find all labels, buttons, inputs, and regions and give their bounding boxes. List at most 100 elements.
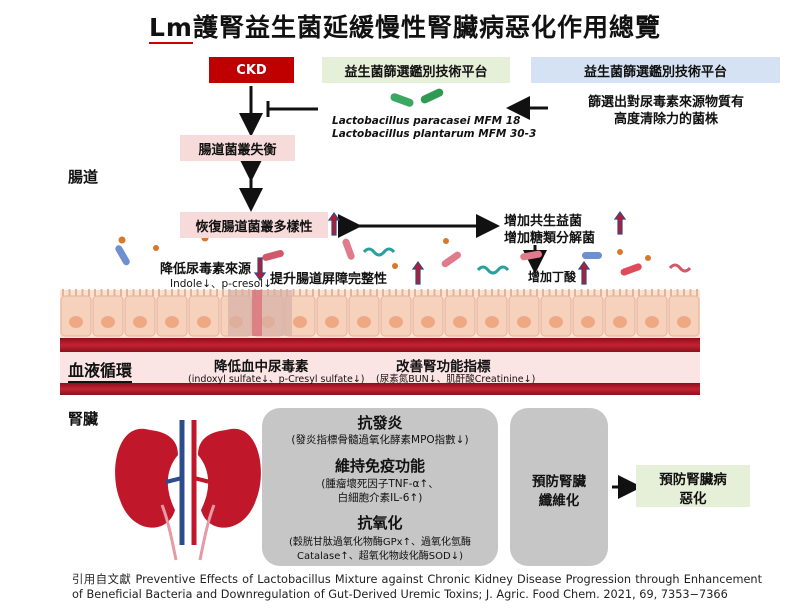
blood-band-bottom	[60, 383, 700, 395]
cell-nucleus	[165, 316, 179, 328]
immune-detail-2: 白細胞介素IL-6↑)	[337, 492, 423, 504]
section-label-kidney: 腎臟	[68, 410, 99, 428]
arrow-up-barrier	[411, 260, 425, 285]
restore-box: 恢復腸道菌叢多樣性	[180, 212, 328, 238]
cell-nucleus	[517, 316, 531, 328]
screen-text-2: 高度清除力的菌株	[613, 112, 718, 127]
renal-detail: (尿素氮BUN↓、肌酐酸Creatinine↓)	[376, 374, 536, 385]
bacteria-red-1	[262, 250, 284, 261]
cell-nucleus	[293, 316, 307, 328]
immune-title: 維持免疫功能	[334, 457, 425, 475]
bacteria-blue-2	[582, 252, 602, 259]
bacteria-dot-7	[392, 263, 398, 269]
microvilli	[606, 289, 634, 296]
microvilli	[478, 289, 506, 296]
commensal-text: 增加共生益菌	[504, 214, 583, 229]
dysbiosis-box: 腸道菌叢失衡	[180, 135, 295, 161]
bacteria-pink-2	[441, 251, 461, 268]
bacteria-dot-1	[118, 236, 126, 244]
fibrosis-text-1: 預防腎臟	[532, 474, 586, 490]
kidney-illustration	[115, 420, 261, 561]
cell-nucleus	[613, 316, 627, 328]
cell-nucleus	[677, 316, 691, 328]
cell-nucleus	[69, 316, 83, 328]
cell-nucleus	[581, 316, 595, 328]
bacteria-teal-1	[362, 247, 396, 257]
microvilli	[542, 289, 570, 296]
microvilli	[190, 289, 218, 296]
prevent-disease-text-2: 惡化	[679, 491, 707, 507]
bacteria-dot-4	[443, 238, 449, 244]
microvilli	[126, 289, 154, 296]
gut-bacteria	[115, 234, 692, 276]
microvilli	[62, 289, 90, 296]
butyrate-text: 增加丁酸	[528, 270, 577, 284]
barrier-leak	[252, 290, 262, 336]
blood-toxin-detail: (indoxyl sulfate↓、p-Cresyl sulfate↓)	[188, 374, 365, 385]
microvilli	[382, 289, 410, 296]
microvilli	[318, 289, 346, 296]
microvilli	[158, 289, 186, 296]
strain-line-1: Lactobacillus paracasei MFM 18	[332, 115, 521, 127]
microvilli	[414, 289, 442, 296]
bacteria-pink-1	[342, 238, 355, 260]
microvilli	[574, 289, 602, 296]
toxin-examples-text: Indole↓、p-cresol↓	[170, 278, 272, 290]
antioxidant-detail-1: (穀胱甘肽過氧化物酶GPx↑、過氧化氫酶	[289, 537, 471, 548]
reference-text: 引用自文獻 Preventive Effects of Lactobacillu…	[72, 573, 762, 601]
antioxidant-title: 抗氧化	[357, 514, 403, 532]
bacteria-green-2	[420, 88, 444, 104]
cell-nucleus	[101, 316, 115, 328]
renal-text: 改善腎功能指標	[396, 359, 491, 375]
prevent-disease-box	[636, 465, 750, 507]
cell-nucleus	[133, 316, 147, 328]
cell-nucleus	[389, 316, 403, 328]
bacteria-pink-3	[520, 250, 542, 261]
anti-inflammation-detail: (發炎指標骨髓過氧化酵素MPO指數↓)	[291, 434, 469, 446]
page-title: Lm護腎益生菌延緩慢性腎臟病惡化作用總覽	[0, 8, 810, 44]
cell-nucleus	[549, 316, 563, 328]
antioxidant-detail-2: Catalase↑、超氧化物歧化酶SOD↓)	[296, 551, 463, 562]
blood-toxin-text: 降低血中尿毒素	[214, 359, 309, 375]
epithelium-cells	[60, 289, 700, 340]
kidney-effects-panel	[262, 408, 498, 566]
fibrosis-panel	[510, 408, 608, 566]
cell-nucleus	[357, 316, 371, 328]
title-rest: 護腎益生菌延緩慢性腎臟病惡化作用總覽	[192, 13, 661, 42]
section-label-blood: 血液循環	[68, 357, 133, 383]
bacteria-red-2	[620, 263, 642, 276]
strain-line-2: Lactobacillus plantarum MFM 30-3	[332, 128, 537, 140]
bacteria-dot-2	[153, 245, 159, 251]
microvilli	[94, 289, 122, 296]
arrow-up-commensal	[613, 210, 627, 235]
fibrosis-text-2: 纖維化	[538, 493, 580, 509]
bacteria-blue-1	[115, 245, 130, 266]
platform-box-2: 益生菌篩選鑑別技術平台	[531, 57, 780, 83]
bacteria-dot-6	[645, 255, 651, 261]
bacteria-green-1	[390, 93, 414, 107]
microvilli	[350, 289, 378, 296]
glycolytic-text: 增加糖類分解菌	[504, 231, 596, 246]
bacteria-teal-2	[476, 265, 510, 275]
ckd-box: CKD	[209, 57, 294, 83]
toxin-source-text: 降低尿毒素來源	[160, 262, 252, 277]
title-lm: Lm	[149, 13, 193, 44]
blood-band-middle	[60, 352, 700, 383]
microvilli	[510, 289, 538, 296]
arrow-up-butyrate	[577, 260, 591, 285]
cell-nucleus	[325, 316, 339, 328]
blood-band-top	[60, 338, 700, 352]
cell-nucleus	[453, 316, 467, 328]
cell-nucleus	[645, 316, 659, 328]
cell-nucleus	[197, 316, 211, 328]
prevent-disease-text-1: 預防腎臟病	[659, 472, 727, 488]
cell-nucleus	[421, 316, 435, 328]
microvilli	[446, 289, 474, 296]
bacteria-wave-red	[668, 263, 692, 273]
bacteria-dot-5	[617, 249, 623, 255]
anti-inflammation-title: 抗發炎	[357, 414, 403, 432]
arrow-up-restore	[327, 211, 341, 236]
microvilli	[670, 289, 698, 296]
barrier-text: 提升腸道屏障完整性	[270, 272, 388, 287]
